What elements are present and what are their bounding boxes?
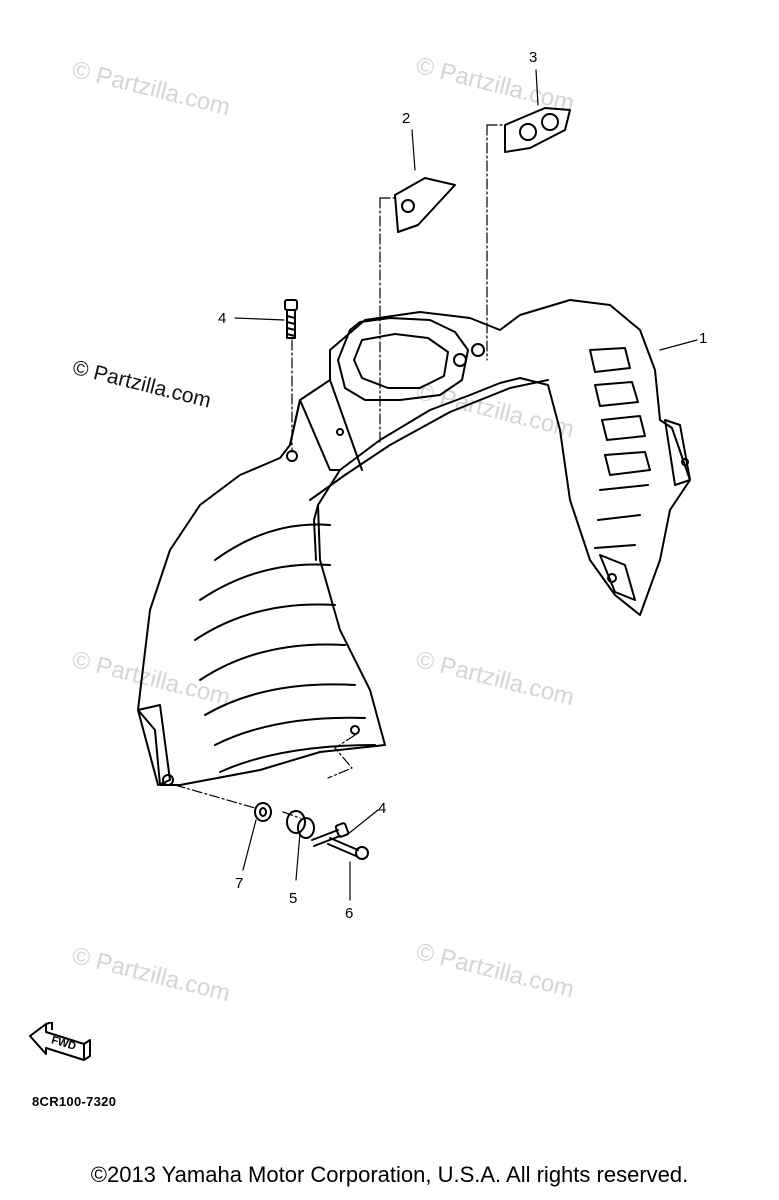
callout-3: 3 [529,49,538,66]
screw-part-4-upper [284,299,298,339]
copyright-notice: ©2013 Yamaha Motor Corporation, U.S.A. A… [90,1162,689,1187]
leader-lines [234,69,698,901]
assembly-lines [174,124,504,819]
callout-1: 1 [699,330,708,347]
collar-part-5 [286,810,315,839]
diagram-code: 8CR100-7320 [32,1094,117,1109]
callout-6: 6 [345,905,354,922]
callout-4-upper: 4 [218,310,227,327]
screw-part-4-lower [311,822,350,847]
callout-7: 7 [235,875,244,892]
fender-panel [137,299,691,786]
callout-5: 5 [289,890,298,907]
grommet-plate-part-3 [504,107,571,153]
bolt-part-6 [327,837,369,860]
bracket-part-2 [394,177,456,233]
callout-4-lower: 4 [378,800,387,817]
washer-part-7 [254,802,272,822]
forward-arrow-icon: FWD [29,1022,91,1061]
callout-2: 2 [402,110,411,127]
